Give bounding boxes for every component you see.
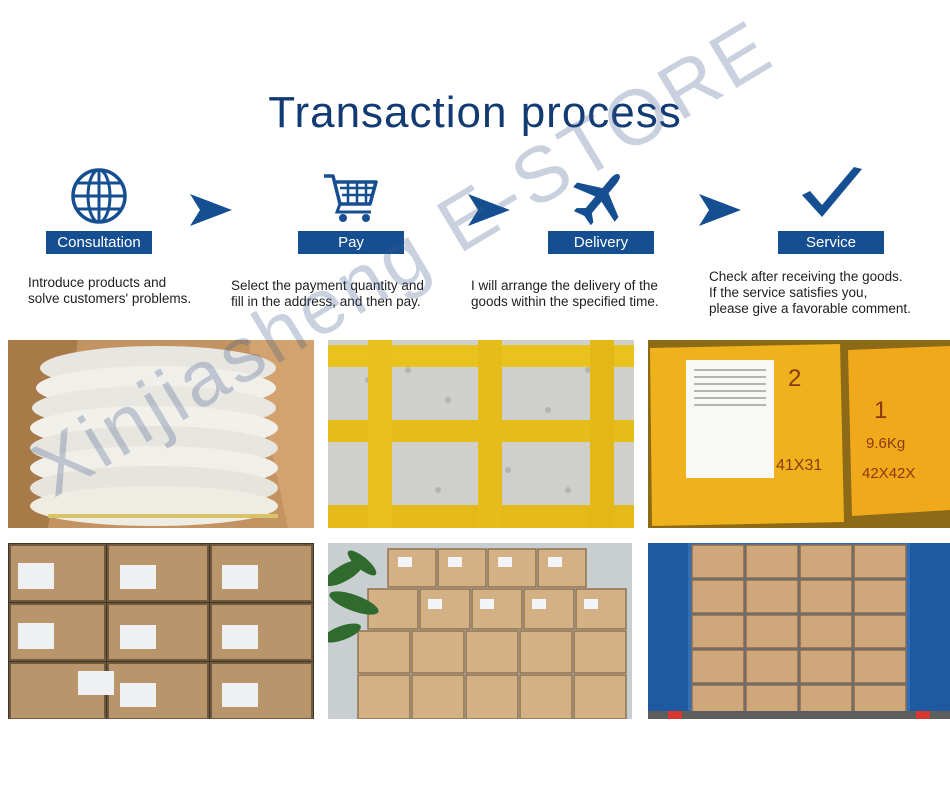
- parcel-label: 2: [788, 365, 801, 392]
- arrow-right-icon: [699, 194, 741, 226]
- checkmark-icon: [751, 165, 911, 227]
- step-label: Pay: [298, 231, 404, 254]
- step-label: Service: [778, 231, 884, 254]
- photo-truck-cartons: [648, 543, 950, 719]
- parcel-label: 1: [874, 397, 887, 424]
- arrow-right-icon: [468, 194, 510, 226]
- photo-carton-pile: [328, 543, 632, 719]
- parcel-label: 9.6Kg: [866, 435, 905, 452]
- step-description: Check after receiving the goods. If the …: [709, 269, 911, 316]
- step-description: Select the payment quantity and fill in …: [231, 278, 424, 309]
- photo-yellow-parcels: 2 41X31 1 9.6Kg 42X42X: [648, 340, 950, 528]
- photo-reels-in-box: [8, 340, 314, 528]
- photo-bubble-wrap-package: [328, 340, 634, 528]
- globe-icon: [19, 165, 179, 227]
- step-service: Service: [751, 165, 911, 254]
- parcel-label: 41X31: [776, 457, 822, 474]
- step-label: Delivery: [548, 231, 654, 254]
- step-description: Introduce products and solve customers' …: [28, 275, 192, 306]
- arrow-right-icon: [190, 194, 232, 226]
- parcel-label: 42X42X: [862, 465, 915, 482]
- step-description: I will arrange the delivery of the goods…: [471, 278, 659, 309]
- step-consultation: Consultation: [19, 165, 179, 254]
- shopping-cart-icon: [271, 165, 431, 227]
- step-delivery: Delivery: [521, 165, 681, 254]
- page-title: Transaction process: [268, 88, 682, 137]
- step-pay: Pay: [271, 165, 431, 254]
- step-label: Consultation: [46, 231, 152, 254]
- airplane-icon: [521, 165, 681, 227]
- photo-stacked-cartons: [8, 543, 314, 719]
